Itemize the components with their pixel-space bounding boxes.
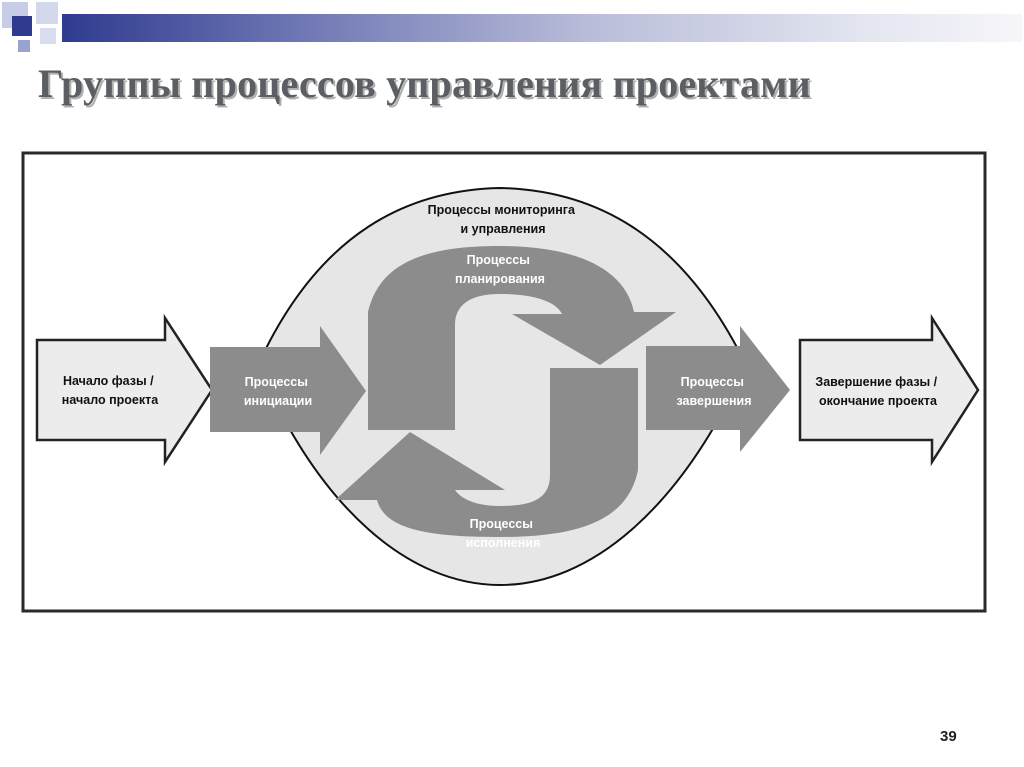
planning-arrow xyxy=(368,246,676,430)
page-title: Группы процессов управления проектами xyxy=(38,61,811,106)
decor-square-4 xyxy=(40,28,56,44)
monitoring-label-line2: и управления xyxy=(460,222,545,236)
planning-label-line1: Процессы xyxy=(467,253,530,267)
decor-square-5 xyxy=(18,40,30,52)
initiation-label-line1: Процессы xyxy=(245,375,308,389)
page-number: 39 xyxy=(940,728,957,745)
svg-text:Процессы планирования: Процессы планирования xyxy=(455,253,545,286)
planning-label-line2: планирования xyxy=(455,272,545,286)
decor-square-2 xyxy=(36,2,58,24)
svg-text:Процессы завершения: Процессы завершения xyxy=(676,375,751,408)
decor-square-3 xyxy=(12,16,32,36)
end-phase-arrow xyxy=(798,313,980,467)
svg-text:Начало фазы / начало проек: Начало фазы / начало проекта xyxy=(62,374,159,407)
execution-label-line1: Процессы xyxy=(470,517,533,531)
closing-label-line2: завершения xyxy=(676,394,751,408)
svg-text:Процессы мониторинга и упр: Процессы мониторинга и управления xyxy=(428,203,579,236)
closing-label-line1: Процессы xyxy=(681,375,744,389)
initiation-label-line2: инициации xyxy=(244,394,312,408)
execution-label-line2: исполнения xyxy=(466,536,540,550)
monitoring-label-line1: Процессы мониторинга xyxy=(428,203,576,217)
start-phase-label-line1: Начало фазы / xyxy=(63,374,154,388)
end-phase-label-line1: Завершение фазы / xyxy=(815,375,937,389)
initiation-arrow xyxy=(210,326,366,455)
end-phase-label-line2: окончание проекта xyxy=(819,394,938,408)
start-phase-label-line2: начало проекта xyxy=(62,393,159,407)
start-phase-arrow xyxy=(35,313,214,467)
closing-arrow xyxy=(646,326,790,452)
page-title-shadow: Группы процессов управления проектами xyxy=(40,63,813,108)
svg-text:Завершение фазы / окончани: Завершение фазы / окончание проекта xyxy=(815,375,940,408)
decor-gradient-bar xyxy=(62,14,1022,42)
svg-text:Процессы инициации: Процессы инициации xyxy=(244,375,312,408)
svg-text:Процессы исполнения: Процессы исполнения xyxy=(466,517,540,550)
execution-arrow xyxy=(335,368,638,537)
